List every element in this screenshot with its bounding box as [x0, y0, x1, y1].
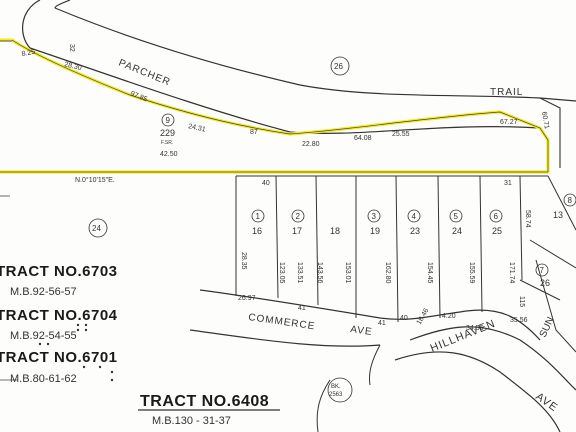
lot-number: 24 [452, 226, 462, 236]
street-name-trail: TRAIL [490, 87, 523, 98]
parcher-trail-north-edge [54, 7, 576, 102]
dimension-labels: 42.50 24.31 87 22.80 64.08 25.55 67.27 9… [21, 44, 550, 332]
east-street-edge [535, 259, 576, 353]
dimension: 22.80 [302, 141, 320, 148]
cul-de-sac-arc-2 [54, 0, 71, 9]
dimension: 34.56 [466, 325, 484, 332]
lot-number: 25 [492, 226, 502, 236]
lot-circle-label: 3 [372, 212, 377, 221]
dimension: 35.56 [510, 317, 528, 324]
commerce-ave-north-edge [199, 289, 541, 341]
cul-de-sac-arc [22, 0, 41, 49]
lot-number: 17 [292, 226, 302, 236]
dimension: 25.55 [392, 131, 410, 138]
lot-number: 16 [252, 226, 262, 236]
tract-reference: M.B.92-56-57 [10, 286, 77, 298]
lot-circle-label: 1 [256, 212, 261, 221]
dimension: 162.80 [384, 262, 391, 284]
lot-circle [291, 209, 305, 223]
lot-number: 13 [553, 210, 563, 220]
area-number: 24 [92, 224, 101, 233]
dimension: 115 [518, 296, 525, 307]
street-name-commerce-ave: AVE [350, 324, 374, 338]
book-label: BK. [331, 384, 341, 390]
lot-circle [449, 209, 463, 223]
lot-circle [251, 209, 265, 223]
parcel-number-circle [161, 113, 175, 127]
lot-circle-label: 5 [454, 212, 459, 221]
dimension: 133.51 [296, 262, 303, 284]
lot-number: 23 [410, 226, 420, 236]
area-number: 26 [334, 62, 343, 71]
lot-numbers: 16 17 18 19 23 24 25 13 26 [252, 210, 563, 288]
lot-circle [535, 263, 549, 277]
dimension: 41 [378, 320, 386, 327]
dimension: 4.20 [442, 313, 456, 320]
lot-circle-label: 7 [540, 266, 545, 275]
dimension: 153.01 [344, 262, 351, 284]
lot-circle [563, 193, 576, 207]
dimension: 123.05 [278, 262, 285, 284]
area-circle-26 [330, 56, 350, 76]
lot-circle-label: 6 [494, 212, 499, 221]
dimension: 28.35 [240, 252, 247, 270]
lot-lines [235, 175, 576, 323]
parcel-boundary-line [11, 39, 549, 172]
tract-labels: TRACT NO.6703 M.B.92-56-57 TRACT NO.6704… [0, 263, 269, 427]
lot-circle [489, 209, 503, 223]
lot-circle [367, 209, 381, 223]
lot-number: 26 [540, 278, 550, 288]
dimension: 155.59 [468, 262, 475, 284]
tract-name: TRACT NO.6701 [0, 349, 118, 366]
tract-name: TRACT NO.6704 [0, 307, 118, 324]
lower-curve-2 [369, 344, 381, 386]
area-circle-24 [88, 218, 108, 238]
tract-dot-marks [38, 323, 114, 382]
dimension: 154.45 [426, 262, 433, 284]
lot-circle-label: 4 [412, 212, 417, 221]
dimension: 58.74 [524, 210, 531, 228]
parcher-trail-south-edge [29, 47, 541, 134]
parcel-area-unit: F.SR. [161, 140, 173, 146]
tract-reference: M.B.130 - 31-37 [152, 415, 231, 427]
dimension: 31 [504, 180, 512, 187]
parcel-number: 9 [166, 116, 171, 125]
lot-number: 18 [330, 226, 340, 236]
lot-circle [407, 209, 421, 223]
hillhaven-ave-north-edge [409, 326, 576, 391]
bearing-label: N.0°10'15"E. [75, 176, 115, 184]
dimension: 41 [298, 305, 306, 312]
dimension: 64.08 [354, 135, 372, 142]
dimension: 40 [400, 315, 408, 322]
dimension: 40 [262, 180, 270, 187]
dimension: 26.97 [238, 295, 256, 302]
trail-east-bend [539, 97, 561, 168]
tract-reference: M.B.92-54-55 [10, 330, 77, 342]
dimension: 87 [250, 129, 258, 136]
tract-name: TRACT NO.6408 [140, 393, 269, 410]
dimension: 60.71 [540, 111, 550, 130]
dimension: 67.27 [500, 119, 518, 126]
book-number: 2563 [329, 392, 343, 398]
dimension: 28.30 [64, 61, 83, 72]
parcel-area: 229 [160, 128, 175, 138]
commerce-ave-south-edge [189, 329, 381, 347]
book-reference-circle [327, 377, 353, 403]
lower-curve [316, 379, 331, 432]
lot-circle-label: 2 [296, 212, 301, 221]
tract-reference: M.B.80-61-62 [10, 373, 77, 385]
dimension: 24.31 [188, 123, 207, 134]
dimension: 143.56 [316, 262, 323, 284]
tract-name: TRACT NO.6703 [0, 263, 118, 280]
lot-circle-label: 8 [568, 196, 573, 205]
dimension: 32 [68, 44, 75, 52]
lot-number: 19 [370, 226, 380, 236]
dimension: 171.74 [508, 262, 515, 284]
dimension: 42.50 [160, 151, 178, 158]
hillhaven-ave-south-edge [394, 351, 561, 432]
dimension: 8.25 [21, 49, 36, 58]
